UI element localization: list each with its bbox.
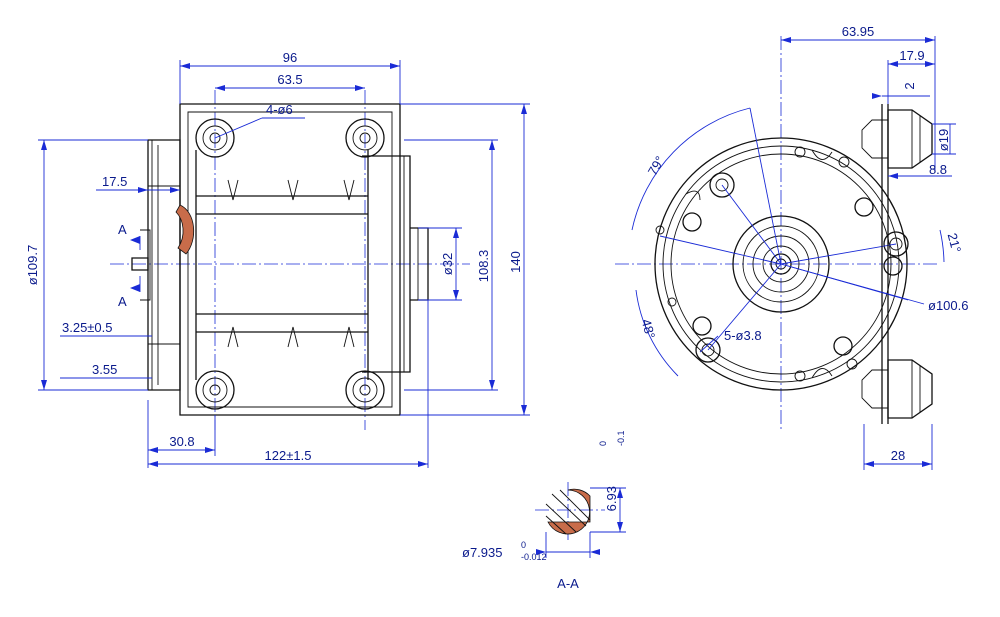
dim-overall-width: 96 (283, 50, 297, 65)
dim-8-8: 8.8 (929, 162, 947, 177)
dim-terminal-diameter: ø19 (936, 129, 951, 151)
dim-offset-3-55: 3.55 (92, 362, 117, 377)
side-view: 63.95 17.9 2 ø19 8.8 79° 21° 48° 5-ø3.8 … (615, 24, 968, 470)
dim-17-9: 17.9 (899, 48, 924, 63)
dim-overall-length: 122±1.5 (265, 448, 312, 463)
front-view: 96 63.5 4-ø6 ø109.7 17.5 A A 3.25±0.5 3.… (25, 50, 530, 468)
dim-28: 28 (891, 448, 905, 463)
section-mark-a-bottom: A (118, 294, 127, 309)
dim-hole-spacing-v: 108.3 (476, 250, 491, 283)
dim-pcd: ø100.6 (928, 298, 968, 313)
dim-2: 2 (902, 82, 917, 89)
dim-63-95: 63.95 (842, 24, 875, 39)
dim-overall-height: 140 (508, 251, 523, 273)
dim-holes-5x3-8: 5-ø3.8 (724, 328, 762, 343)
dim-flat-tol-upper: 0 (598, 441, 608, 446)
dim-angle-79: 79° (645, 153, 668, 178)
dim-outer-diameter: ø109.7 (25, 245, 40, 285)
dim-shaft-tol-lower: -0.012 (521, 552, 547, 562)
dim-angle-21: 21° (945, 231, 965, 254)
dim-holes-4x6: 4-ø6 (266, 102, 293, 117)
dim-offset-3-25: 3.25±0.5 (62, 320, 113, 335)
dim-flat-6-93: 6.93 (604, 486, 619, 511)
dim-shaft-tol-upper: 0 (521, 540, 526, 550)
dim-angle-48: 48° (639, 317, 659, 340)
section-a-a: 6.93 0 -0.1 ø7.935 0 -0.012 A-A (462, 430, 626, 591)
dim-flat-tol-lower: -0.1 (616, 430, 626, 446)
section-label: A-A (557, 576, 579, 591)
dim-shaft-7-935: ø7.935 (462, 545, 502, 560)
dim-hole-spacing-h: 63.5 (277, 72, 302, 87)
dim-shaft-diameter: ø32 (440, 253, 455, 275)
dim-base-30-8: 30.8 (169, 434, 194, 449)
dim-step-17-5: 17.5 (102, 174, 127, 189)
section-mark-a-top: A (118, 222, 127, 237)
